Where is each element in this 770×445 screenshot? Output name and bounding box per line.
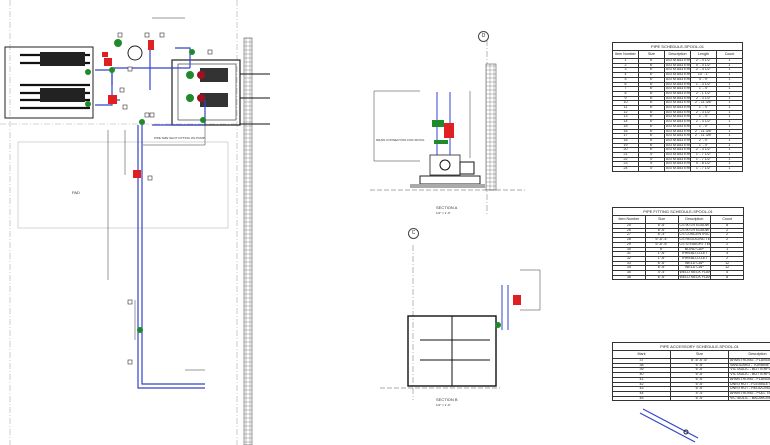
isometric-pipe [639,408,699,443]
column-header: Mark [612,350,671,359]
table-cell: ASTM A53 ERW [664,72,691,78]
table-cell: ASTM A53 ERW [664,81,691,88]
pad-label: PAD [72,190,80,195]
table-cell: VICTAULIC - BALANCING VALVE - SERIES 788 [728,395,770,402]
table-title: PIPE ACCESSORY SCHEDULE-SPOOL-01 [612,342,770,351]
table-cell: 24 [612,166,639,172]
table-cell: ASTM A53 ERW [664,137,691,144]
table-cell: VICTAULIC - BUTTERFLY VALVE [728,372,770,378]
table-cell: ASTM A53 ERW [664,133,691,139]
table-cell: 45 [612,395,671,402]
section-b-title-text: SECTION B [436,397,458,402]
equipment-pad [17,141,229,229]
table-row: 456"-6"VICTAULIC - BALANCING VALVE - SER… [612,395,770,402]
grid-bubble-c: C [408,228,419,239]
table-cell: ASTM A53 ERW [664,95,691,102]
table-cell: ASTM A53 ERW [664,123,691,130]
table-cell: ARMSTRONG - PULL TEE VALVE [728,390,770,397]
table-cell: CS STRAIGHT TEE S/S [677,241,712,248]
column-header: Description [728,350,770,359]
grid-bubble-d: D [478,31,489,42]
plan-view [0,0,270,445]
table-cell: CS CONCENTRIC REDUCER S/S [677,232,712,239]
table-cell: ASTM A53 ERW [664,109,691,116]
section-a-title-text: SECTION A [436,205,458,210]
column-header: Size [670,350,729,359]
table-cell: CS 90 LR ELBOW S/S [677,227,712,234]
table-cell: ARMSTRONG - FLANGED AIR SEPARATOR WITH S… [728,358,770,364]
table-title: PIPE FITTING SCHEDULE-SPOOL-01 [612,207,744,216]
table-cell: ASTM A53 ERW [664,128,691,135]
plan-note: PIPE SIZE SHOT FITTING ON PUMP [154,136,205,140]
pump-skid-left [4,46,94,119]
table-cell: ASTM A53 ERW [664,90,691,97]
table-cell: ASTM A53 ERW [664,147,691,154]
column-header: Item Number [612,215,646,224]
table-cell: ASTM A53 ERW [664,161,691,168]
table-cell: ASTM A53 ERW [664,62,691,69]
column-header: Description [664,50,691,59]
table-cell: UNISTRUT - REDUCING FLEXIBLE CONNECTOR -… [728,386,770,392]
table-cell: ASTM A53 ERW [664,76,691,83]
table-cell: ASTM A53 ERW [664,156,691,163]
table-cell: 1' - 7 1/2" [690,166,717,172]
table-cell: VICTAULIC - BUTTERFLY VALVE [728,367,770,374]
table-row: 366"-6"WELD NECK FLANGE8 [612,274,744,281]
table-cell: 8 [710,274,744,281]
table-cell: ASTM A53 ERW [664,86,691,92]
table-cell: WELD NECK FLANGE [677,274,712,281]
table-title: PIPE SCHEDULE-SPOOL-01 [612,42,743,51]
column-header: Item Number [612,50,639,59]
table-cell: ASTM A53 ERW [664,166,691,172]
table-cell: 1 [716,166,743,172]
table-cell: ARMSTRONG - FLANGED SUCTION GUIDE [728,376,770,383]
column-header: Length [690,50,717,59]
table-cell: 6"-6" [644,274,679,281]
table-cell: ASTM A53 ERW [664,67,691,74]
table-cell: UNISTRUT - FLEXIBLE CONNECTOR - SERIES [728,381,770,388]
table-cell: ASTM A53 ERW [664,152,691,158]
section-a-note: DRAIN CONNECTION FOR SPOOL [376,138,425,142]
section-a-scale: 1/2" = 1'-0" [436,211,451,215]
section-a-view [370,40,525,215]
table-cell: ASTM A53 ERW [664,142,691,149]
table-cell: ASTM A53 ERW [664,58,691,64]
column-header: Count [716,50,743,59]
column-header: Count [710,215,744,224]
table-cell: WELD NECK FLANGE [677,270,712,276]
table-cell: VANGUARD - TURBINE FLOW METER - SERIES F [728,362,770,369]
table-cell: 6"-6" [670,395,729,402]
table-cell: 4" [638,166,665,172]
table-cell: ASTM A53 ERW [664,114,691,121]
table-cell: THREAD-O-LET [677,255,712,262]
table-cell: CS 90 LR ELBOW S/S [677,223,712,229]
wall-hatch [243,37,253,445]
table-cell: ASTM A53 ERW [664,119,691,125]
table-cell: ASTM A53 ERW [664,105,691,111]
column-header: Size [638,50,665,59]
pump-skid-right [171,59,241,126]
section-b-view [380,245,541,400]
column-header: Size [644,215,679,224]
table-cell: ASTM A53 ERW [664,100,691,107]
column-header: Description [677,215,712,224]
table-cell: 36 [612,274,646,281]
section-b-scale: 1/2" = 1'-0" [436,403,451,407]
table-cell: THREAD-O-LET [677,251,712,257]
table-cell: CS REDUCING TEE S/S [677,237,712,243]
